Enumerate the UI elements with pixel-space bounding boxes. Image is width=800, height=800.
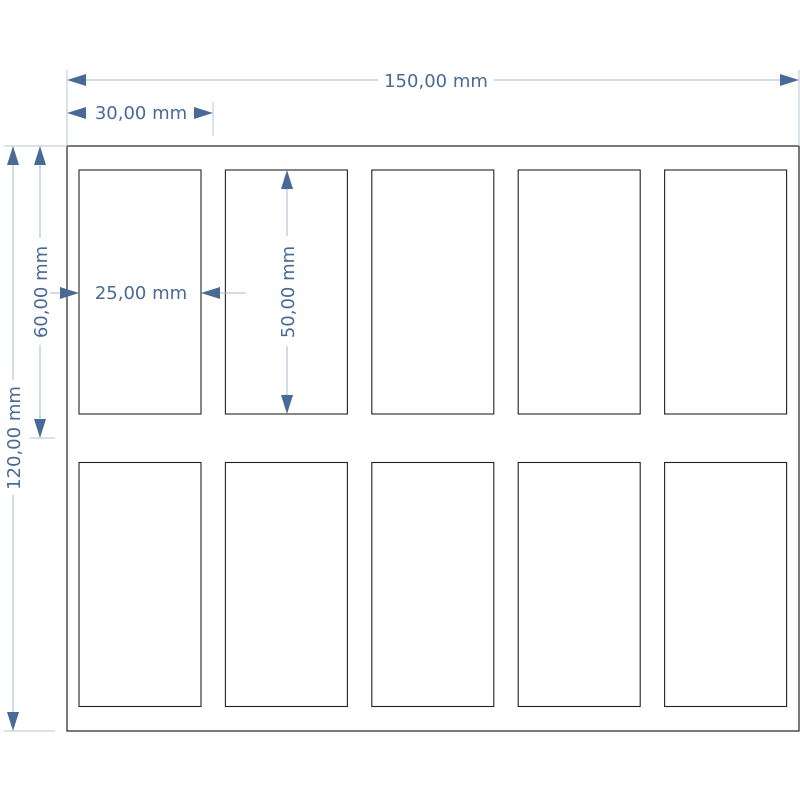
dimension-label-height: 50,00 mm <box>278 170 299 414</box>
label-cell <box>224 169 348 415</box>
dimension-label-pitch-y: 60,00 mm <box>30 146 55 439</box>
sheet-width-label: 150,00 mm <box>384 71 488 92</box>
label-cell <box>517 169 641 415</box>
label-cell <box>224 461 348 708</box>
label-height-label: 50,00 mm <box>278 246 299 338</box>
label-cell <box>78 461 202 708</box>
label-cell <box>517 461 641 708</box>
arrow-left-icon <box>67 107 86 119</box>
label-cell <box>664 461 788 708</box>
dimension-sheet-width: 150,00 mm <box>66 70 800 146</box>
dimension-label-pitch-x: 30,00 mm <box>67 102 214 136</box>
label-pitch-y-label: 60,00 mm <box>31 246 52 338</box>
arrow-right-icon <box>60 287 79 299</box>
arrow-left-icon <box>67 74 86 86</box>
label-width-label: 25,00 mm <box>95 283 187 304</box>
arrow-left-icon <box>201 287 220 299</box>
arrow-down-icon <box>7 712 19 731</box>
arrow-up-icon <box>7 146 19 165</box>
arrow-up-icon <box>281 170 293 189</box>
label-grid <box>78 169 788 708</box>
label-cell <box>371 461 495 708</box>
dimension-label-width: 25,00 mm <box>50 283 246 304</box>
label-cell <box>78 169 202 415</box>
arrow-right-icon <box>780 74 799 86</box>
arrow-right-icon <box>194 107 213 119</box>
arrow-up-icon <box>34 146 46 165</box>
label-cell <box>371 169 495 415</box>
arrow-down-icon <box>281 395 293 414</box>
arrow-down-icon <box>34 419 46 438</box>
label-pitch-x-label: 30,00 mm <box>95 103 187 124</box>
label-cell <box>664 169 788 415</box>
sheet-height-label: 120,00 mm <box>4 386 25 490</box>
dimension-sheet-height: 120,00 mm <box>4 145 67 732</box>
